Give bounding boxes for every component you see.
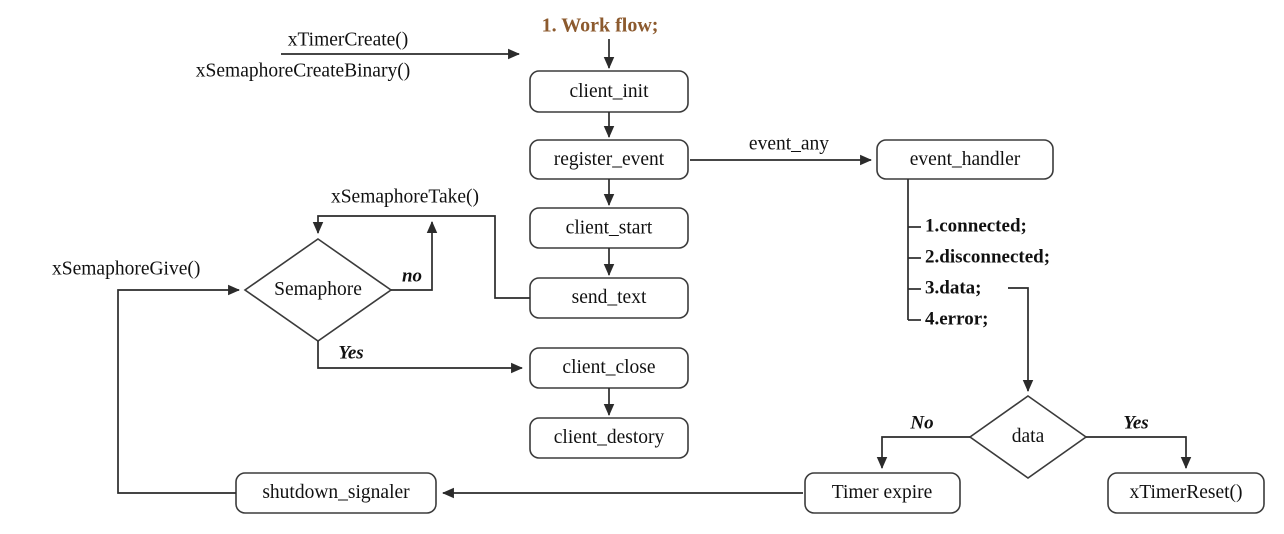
node-register-event-label: register_event — [554, 149, 665, 170]
node-data-decision[interactable] — [968, 395, 1088, 479]
node-xtimerreset[interactable] — [1107, 472, 1265, 514]
node-data-decision-label: data — [1012, 426, 1045, 447]
diagram-title: 1. Work flow; — [542, 15, 659, 37]
event-list-item-error: 4.error; — [925, 308, 988, 329]
edge-label-xtimercreate: xTimerCreate() — [288, 29, 409, 50]
event-list-item-data: 3.data; — [925, 277, 981, 298]
node-send-text-label: send_text — [572, 287, 647, 308]
edge-data-no-to-timer-expire — [876, 436, 970, 469]
node-timer-expire-label: Timer expire — [832, 482, 933, 503]
edge-label-xsemaphorecreatebinary: xSemaphoreCreateBinary() — [196, 60, 410, 81]
node-shutdown-signaler-label: shutdown_signaler — [262, 482, 410, 503]
edge-shutdown-signaler-to-semaphore — [117, 284, 240, 494]
event-list-item-connected: 1.connected; — [925, 215, 1027, 236]
node-timer-expire[interactable] — [804, 472, 961, 514]
node-client-init-label: client_init — [569, 81, 649, 102]
node-semaphore-decision-label: Semaphore — [274, 279, 362, 300]
edge-semaphore-yes-to-client-close — [317, 341, 523, 374]
edge-label-xsemaphoretake: xSemaphoreTake() — [331, 186, 479, 207]
node-client-start-label: client_start — [566, 217, 653, 238]
edge-data-yes-to-xtimerreset — [1086, 436, 1192, 469]
node-client-destory[interactable] — [529, 417, 689, 459]
event-list-item-disconnected: 2.disconnected; — [925, 246, 1050, 267]
edge-send-text-to-semaphore — [312, 215, 530, 299]
node-client-destory-label: client_destory — [554, 427, 665, 448]
node-event-handler-label: event_handler — [910, 149, 1021, 170]
edge-label-xsemaphoregive: xSemaphoreGive() — [52, 258, 200, 279]
branch-label-semaphore-yes: Yes — [338, 342, 363, 363]
branch-label-semaphore-no: no — [402, 265, 422, 286]
edge-semaphore-no-loop — [391, 221, 438, 291]
branch-label-data-no: No — [909, 412, 933, 433]
node-client-close-label: client_close — [562, 357, 655, 378]
edge-label-event-any: event_any — [749, 133, 829, 154]
edge-data-event-to-data-decision — [1008, 287, 1034, 392]
node-event-handler[interactable] — [876, 139, 1054, 180]
node-xtimerreset-label: xTimerReset() — [1129, 482, 1242, 503]
branch-label-data-yes: Yes — [1123, 412, 1148, 433]
